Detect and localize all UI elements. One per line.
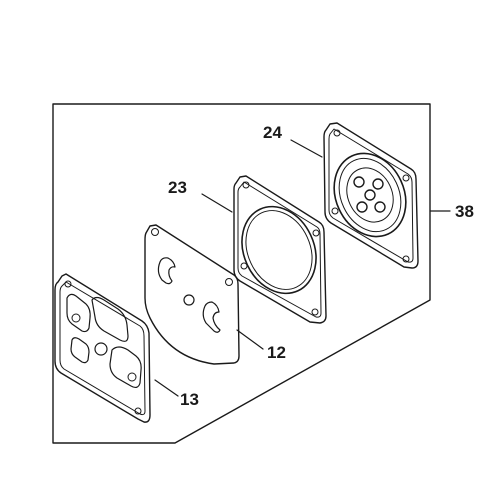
callout-38: 38: [455, 202, 474, 221]
diaphragm-24: [323, 122, 419, 269]
gasket-frame-13: [54, 273, 151, 423]
leader-13: [154, 379, 179, 397]
plate-12: [144, 224, 240, 365]
callout-23: 23: [168, 178, 187, 197]
leader-12: [236, 329, 264, 350]
kit-outline: [52, 103, 431, 444]
callout-24: 24: [263, 123, 282, 142]
callout-13: 13: [180, 390, 199, 409]
leader-23: [201, 193, 233, 213]
gasket-ring-23: [233, 175, 327, 324]
callout-12: 12: [267, 343, 286, 362]
leader-24: [290, 139, 323, 158]
